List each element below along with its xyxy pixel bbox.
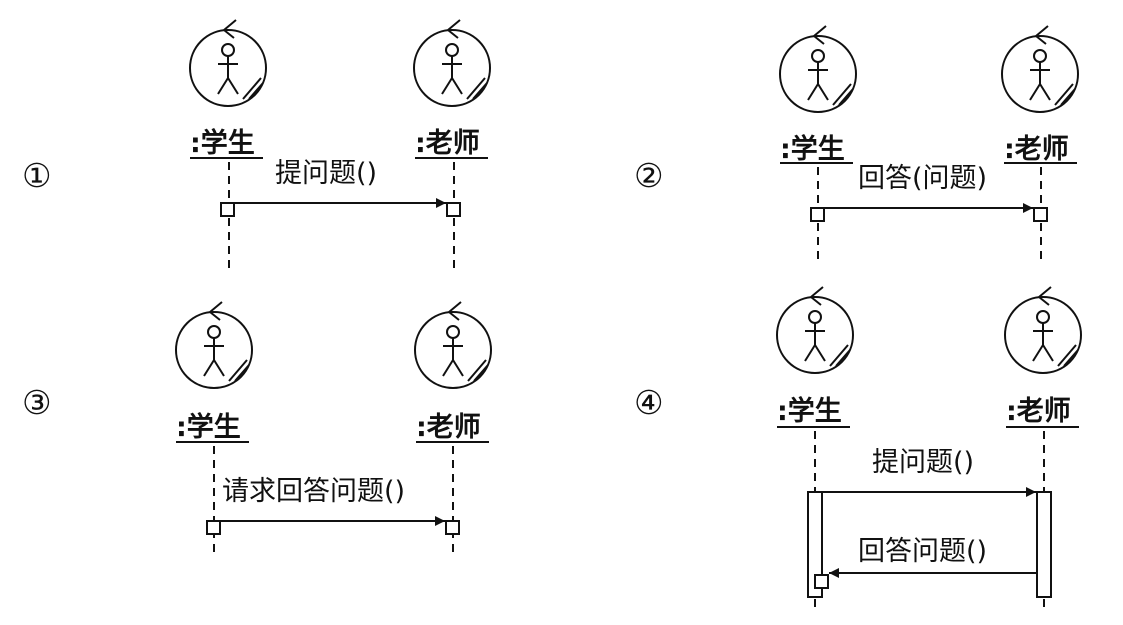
message-label: 提问题() xyxy=(872,447,974,478)
diagram-number: ① xyxy=(22,156,52,195)
message-label: 回答问题() xyxy=(858,536,987,567)
activation-box xyxy=(445,520,460,535)
actor-student: :学生 xyxy=(175,301,253,443)
actor-student: :学生 xyxy=(189,19,267,159)
message-label: 提问题() xyxy=(275,158,377,189)
actor-icon xyxy=(189,19,267,107)
actor-icon xyxy=(776,286,854,374)
actor-teacher: :老师 xyxy=(413,19,491,159)
diagram-4: ④ :学生 :老师 提问题() 回答问题() xyxy=(634,286,1082,612)
activation-box xyxy=(1033,207,1048,222)
activation-box xyxy=(446,202,461,217)
actor-icon xyxy=(413,19,491,107)
actor-icon xyxy=(1001,25,1079,113)
activation-box xyxy=(206,520,221,535)
actor-icon xyxy=(1004,286,1082,374)
actor-label: :学生 xyxy=(777,395,842,427)
actor-icon xyxy=(779,25,857,113)
actor-label: :学生 xyxy=(190,127,255,159)
actor-teacher: :老师 xyxy=(1004,286,1082,428)
diagram-3: ③ :学生 :老师 请求回答问题() xyxy=(22,301,492,552)
message-label: 回答(问题) xyxy=(858,163,987,194)
diagram-1: ① :学生 :老师 提问题() xyxy=(22,19,491,268)
diagram-2: ② :学生 :老师 回答(问题) xyxy=(634,25,1079,262)
actor-label: :老师 xyxy=(1006,396,1071,427)
message-label: 请求回答问题() xyxy=(222,476,405,507)
activation-bar-teacher xyxy=(1036,491,1052,598)
activation-box xyxy=(810,207,825,222)
actor-student: :学生 xyxy=(776,286,854,428)
actor-student: :学生 xyxy=(779,25,857,165)
actor-label: :学生 xyxy=(176,411,241,443)
actor-label: :学生 xyxy=(780,133,845,165)
actor-label: :老师 xyxy=(415,128,480,159)
actor-icon xyxy=(175,301,253,389)
actor-icon xyxy=(414,301,492,389)
activation-bar-student xyxy=(807,491,823,598)
diagram-number: ② xyxy=(634,156,664,195)
actor-label: :老师 xyxy=(416,412,481,443)
actor-label: :老师 xyxy=(1004,134,1069,165)
diagram-number: ③ xyxy=(22,383,52,422)
diagram-number: ④ xyxy=(634,383,664,422)
activation-box xyxy=(220,202,235,217)
actor-teacher: :老师 xyxy=(414,301,492,443)
actor-teacher: :老师 xyxy=(1001,25,1079,165)
activation-box xyxy=(814,574,829,589)
